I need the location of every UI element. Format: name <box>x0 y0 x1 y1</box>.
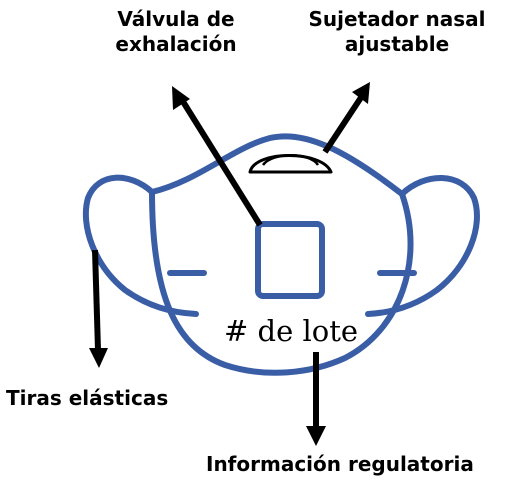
nose-clip-label: Sujetador nasal ajustable <box>292 7 502 57</box>
exhalation-valve <box>255 221 325 299</box>
nose-arrowhead <box>352 82 370 104</box>
nose-clip-label-line1: Sujetador nasal <box>308 7 486 31</box>
regulatory-label: Información regulatoria <box>206 452 474 476</box>
left-ear-strap <box>82 174 199 317</box>
valve-label-line2: exhalación <box>115 32 237 56</box>
valve-label-line1: Válvula de <box>117 7 235 31</box>
valve-arrow-shaft <box>179 98 263 227</box>
strap-arrow-shaft <box>92 249 101 351</box>
straps-label: Tiras elásticas <box>6 386 169 410</box>
strap-arrowhead <box>89 348 108 368</box>
nose-clip <box>248 154 333 174</box>
nose-arrow-shaft <box>322 94 365 154</box>
nose-clip-label-line2: ajustable <box>344 32 450 56</box>
lot-number-label: # de lote <box>224 314 359 348</box>
regulatory-arrowhead <box>306 426 326 446</box>
nose-clip-inner <box>261 154 320 166</box>
mask-body-outline <box>149 133 414 376</box>
valve-label: Válvula de exhalación <box>96 7 256 57</box>
valve-arrowhead <box>172 86 190 110</box>
right-ear-strap <box>365 175 480 317</box>
